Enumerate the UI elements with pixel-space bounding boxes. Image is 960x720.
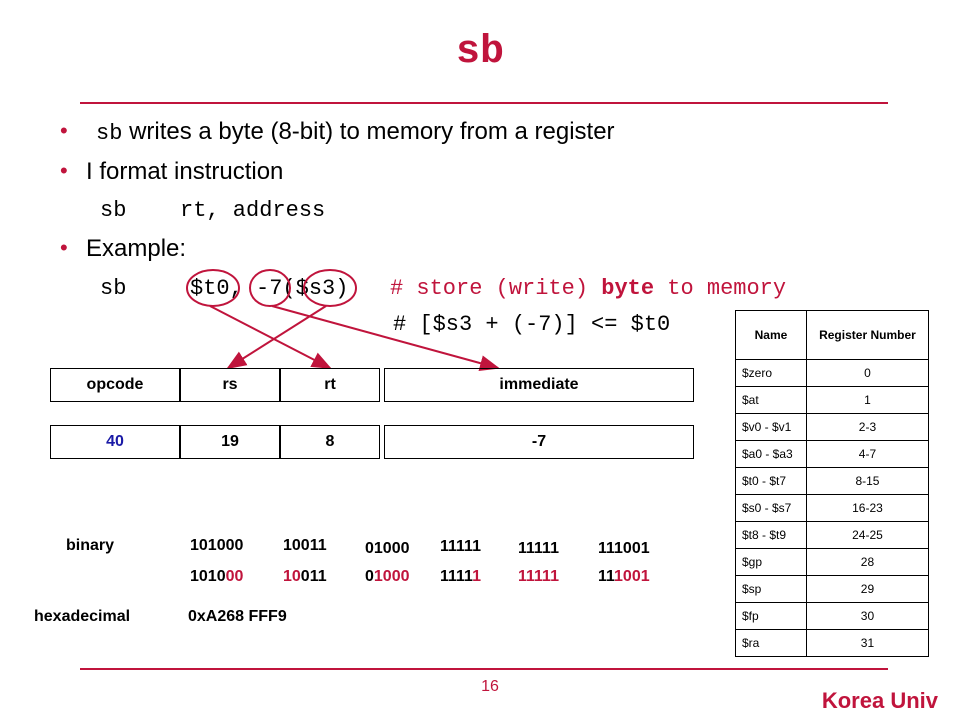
- reg-name: $zero: [735, 359, 807, 387]
- hex-value: 0xA268 FFF9: [188, 608, 287, 625]
- bottom-divider: [80, 668, 888, 670]
- circle-rs: [303, 269, 357, 307]
- binary-rt: 01000: [365, 540, 410, 557]
- binary-imm-1: 11111: [440, 538, 481, 555]
- reg-name: $gp: [735, 548, 807, 576]
- reg-name: $a0 - $a3: [735, 440, 807, 468]
- hex-label: hexadecimal: [34, 608, 131, 625]
- circle-imm: [249, 269, 291, 307]
- reg-name: $t8 - $t9: [735, 521, 807, 549]
- value-immediate: -7: [384, 425, 694, 459]
- reg-number: 28: [805, 548, 930, 576]
- binary-imm-1-colored: 11111: [440, 568, 481, 585]
- binary-opcode-colored: 101000: [190, 568, 243, 586]
- reg-number: 1: [805, 386, 930, 414]
- bullet-1-code: sb: [96, 121, 123, 146]
- reg-number: 4-7: [805, 440, 930, 468]
- page-number: 16: [481, 678, 499, 695]
- reg-number: 24-25: [805, 521, 930, 549]
- value-rs: 19: [180, 425, 280, 459]
- example-comment-1: # store (write) byte to memory: [390, 276, 786, 301]
- comment-1-suffix: to memory: [667, 276, 787, 301]
- binary-rs: 10011: [283, 537, 327, 554]
- reg-number: 31: [805, 629, 930, 657]
- value-opcode: 40: [50, 425, 180, 459]
- reg-name: $fp: [735, 602, 807, 630]
- reg-number: 0: [805, 359, 930, 387]
- bullet-1: sb writes a byte (8-bit) to memory from …: [96, 118, 615, 146]
- example-args: $t0, -7($s3): [190, 276, 349, 301]
- register-table-header: Name Register Number: [735, 310, 930, 360]
- binary-label: binary: [66, 537, 115, 554]
- reg-name: $v0 - $v1: [735, 413, 807, 441]
- syntax-op: sb: [100, 198, 127, 223]
- reg-name: $s0 - $s7: [735, 494, 807, 522]
- top-divider: [80, 102, 888, 104]
- binary-imm-3-colored: 111001: [598, 568, 650, 585]
- footer-brand: Korea Univ: [821, 688, 938, 713]
- binary-opcode: 101000: [190, 537, 244, 554]
- field-immediate: immediate: [384, 368, 694, 402]
- arrow-imm: [271, 305, 500, 371]
- comment-1-prefix: # store (write): [390, 276, 589, 301]
- reg-name: $t0 - $t7: [735, 467, 807, 495]
- binary-imm-3: 111001: [598, 540, 650, 557]
- binary-imm-2-colored: 11111: [518, 568, 559, 585]
- page-title: sb: [455, 30, 504, 75]
- comment-1-bold: byte: [601, 276, 655, 301]
- bullet-marker: •: [60, 118, 68, 143]
- bullet-2: I format instruction: [86, 158, 284, 185]
- reg-number: 2-3: [805, 413, 930, 441]
- arrow-rs: [226, 305, 327, 370]
- binary-imm-2: 11111: [518, 540, 559, 557]
- bullet-marker: •: [60, 235, 68, 260]
- example-comment-2: # [$s3 + (-7)] <= $t0: [393, 312, 671, 337]
- circle-rt: [186, 269, 240, 307]
- bullet-1-text: writes a byte (8-bit) to memory from a r…: [129, 118, 615, 145]
- arrow-rt: [209, 305, 332, 369]
- value-rt: 8: [280, 425, 380, 459]
- example-op: sb: [100, 276, 127, 301]
- binary-rt-colored: 01000: [365, 568, 410, 585]
- reg-number: 29: [805, 575, 930, 603]
- field-opcode: opcode: [50, 368, 180, 402]
- syntax-args: rt, address: [180, 198, 326, 223]
- header-name: Name: [735, 310, 807, 360]
- reg-number: 8-15: [805, 467, 930, 495]
- binary-rs-colored: 10011: [283, 568, 327, 585]
- hex-digit-2: 00: [225, 568, 244, 585]
- bullet-marker: •: [60, 158, 68, 183]
- hex-digit-a: 1010: [190, 568, 226, 585]
- reg-name: $at: [735, 386, 807, 414]
- header-number: Register Number: [805, 310, 930, 360]
- reg-number: 16-23: [805, 494, 930, 522]
- field-rs: rs: [180, 368, 280, 402]
- bullet-3: Example:: [86, 235, 187, 262]
- reg-number: 30: [805, 602, 930, 630]
- field-rt: rt: [280, 368, 380, 402]
- reg-name: $sp: [735, 575, 807, 603]
- reg-name: $ra: [735, 629, 807, 657]
